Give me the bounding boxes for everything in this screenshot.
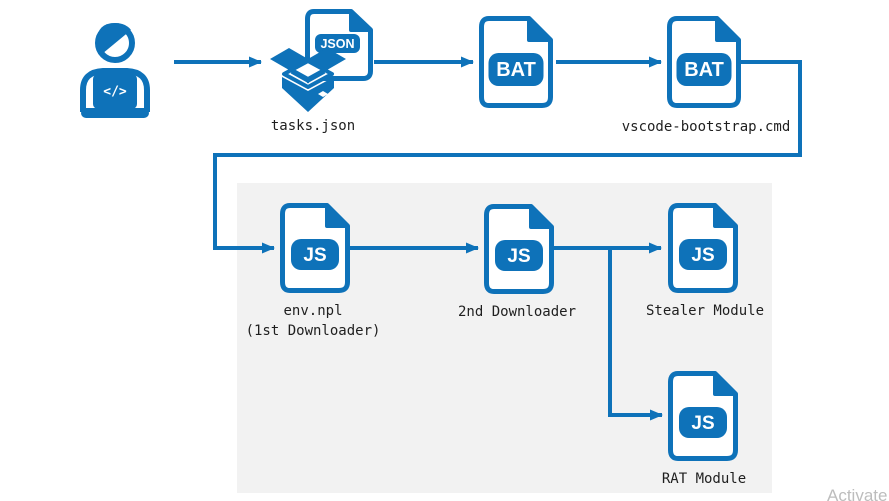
js-file-icon: JS: [668, 203, 738, 293]
folded-corner: [713, 371, 738, 396]
bat-dropper-node: BAT: [479, 16, 553, 112]
js-badge-label: JS: [691, 245, 714, 266]
bat-file-icon: BAT: [479, 16, 553, 108]
downloader2-node: JS: [484, 204, 554, 298]
js-badge: [291, 239, 339, 270]
bat-badge-label: BAT: [684, 59, 724, 81]
laptop-code-glyph: </>: [103, 85, 127, 100]
js-badge-label: JS: [507, 246, 530, 267]
js-file-icon: JS: [668, 371, 738, 461]
js-badge: [679, 407, 727, 438]
package-label: tasks.json: [270, 118, 356, 134]
arrow-bootstrap-to-downloader1: [213, 60, 802, 254]
rat-node: JS: [668, 371, 738, 465]
arrow-downloader2-to-rat: [608, 250, 663, 421]
bat-file-icon: BAT: [667, 16, 741, 108]
stealer-label: Stealer Module: [645, 303, 765, 319]
activate-watermark: Activate: [827, 486, 888, 501]
bat-badge: [488, 53, 544, 86]
json-badge-label: JSON: [320, 37, 354, 51]
bat-badge-label: BAT: [496, 59, 536, 81]
downloader2-label: 2nd Downloader: [457, 304, 577, 320]
json-badge: [315, 34, 360, 53]
downloader1-label: env.npl (1st Downloader): [246, 301, 381, 341]
downloader1-label-line1: env.npl: [283, 303, 343, 319]
rat-label: RAT Module: [661, 471, 747, 487]
bat-badge: [676, 53, 732, 86]
open-box-icon: [270, 48, 346, 112]
js-file-icon: JS: [280, 203, 350, 293]
downloader1-label-line2: (1st Downloader): [245, 323, 381, 339]
folded-corner: [349, 9, 373, 32]
folded-corner: [325, 203, 350, 228]
downloader1-node: JS: [280, 203, 350, 297]
js-badge: [679, 239, 727, 270]
hair-shape: [97, 23, 131, 54]
developer-at-laptop-icon: </>: [80, 23, 150, 118]
laptop-screen: [93, 74, 137, 109]
open-box-node: [268, 44, 348, 118]
folded-corner: [529, 204, 554, 229]
stealer-node: JS: [668, 203, 738, 297]
js-badge-label: JS: [303, 245, 326, 266]
js-file-icon: JS: [484, 204, 554, 294]
bootstrap-label: vscode-bootstrap.cmd: [621, 119, 791, 135]
js-badge: [495, 240, 543, 271]
laptop-base: [81, 108, 149, 118]
developer-node: </>: [62, 16, 168, 124]
folded-corner: [715, 16, 741, 42]
js-badge-label: JS: [691, 413, 714, 434]
folded-corner: [527, 16, 553, 42]
folded-corner: [713, 203, 738, 228]
bootstrap-node: BAT: [667, 16, 741, 112]
